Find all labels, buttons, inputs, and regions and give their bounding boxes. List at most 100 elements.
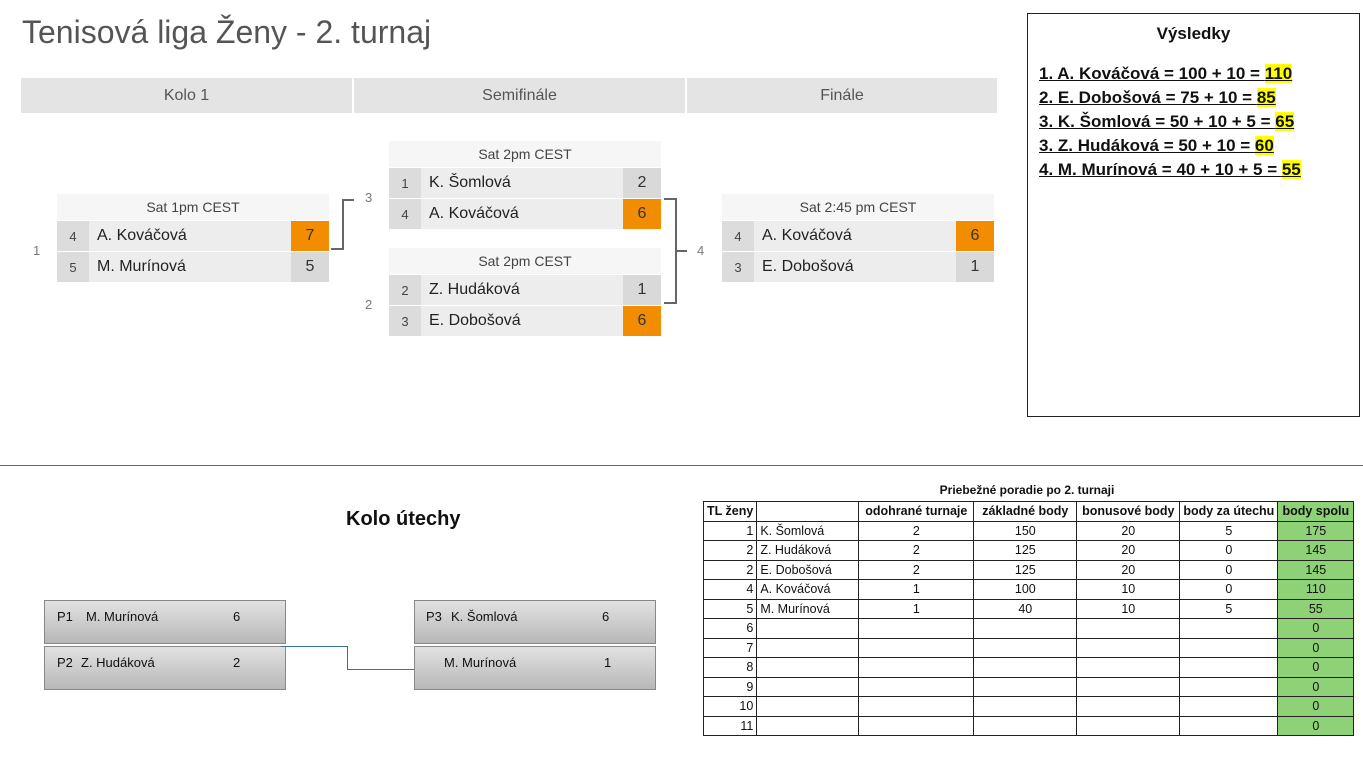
consolation-connector <box>347 669 414 670</box>
player-row[interactable]: 4 A. Kováčová 6 <box>389 199 661 229</box>
tournaments-cell <box>858 696 975 717</box>
match-final[interactable]: Sat 2:45 pm CEST 4 A. Kováčová 6 3 E. Do… <box>722 194 994 282</box>
consolation-entry[interactable]: P2 Z. Hudáková 2 <box>44 646 286 690</box>
match-2[interactable]: Sat 2pm CEST 2 Z. Hudáková 1 3 E. Dobošo… <box>389 248 661 336</box>
column-header: základné body <box>973 501 1078 522</box>
bonus-points-cell: 20 <box>1076 520 1181 541</box>
match-1[interactable]: Sat 1pm CEST 4 A. Kováčová 7 5 M. Muríno… <box>57 194 329 282</box>
result-line: 4. M. Murínová = 40 + 10 + 5 = 55 <box>1039 160 1301 180</box>
bonus-points-cell <box>1076 676 1181 697</box>
total-points-cell: 55 <box>1277 598 1355 619</box>
result-total: 110 <box>1264 64 1293 83</box>
player-row[interactable]: 3 E. Dobošová 6 <box>389 306 661 336</box>
player-row[interactable]: 4 A. Kováčová 7 <box>57 221 329 251</box>
round-header-final: Finále <box>687 78 997 113</box>
consolation-points-cell <box>1179 637 1279 658</box>
match-number: 2 <box>365 297 373 312</box>
player-seed: 4 <box>57 221 89 251</box>
result-line: 2. E. Dobošová = 75 + 10 = 85 <box>1039 88 1276 108</box>
bracket-connector <box>342 199 344 250</box>
player-score: 6 <box>623 199 661 229</box>
tournaments-cell: 2 <box>858 559 975 580</box>
player-name: A. Kováčová <box>429 205 519 222</box>
total-points-cell: 0 <box>1277 657 1355 678</box>
consolation-points-cell: 5 <box>1179 520 1279 541</box>
entry-name: Z. Hudáková <box>81 655 155 670</box>
entry-name: M. Murínová <box>444 655 517 670</box>
column-header: body za útechu <box>1179 501 1279 522</box>
total-points-cell: 0 <box>1277 637 1355 658</box>
player-name: A. Kováčová <box>97 227 187 244</box>
entry-score: 6 <box>233 609 241 624</box>
consolation-entry[interactable]: M. Murínová 1 <box>414 646 656 690</box>
match-time: Sat 1pm CEST <box>57 194 329 220</box>
consolation-points-cell <box>1179 696 1279 717</box>
player-name: A. Kováčová <box>762 227 852 244</box>
match-time: Sat 2:45 pm CEST <box>722 194 994 220</box>
section-divider <box>0 465 1363 466</box>
player-row[interactable]: 4 A. Kováčová 6 <box>722 221 994 251</box>
total-points-cell: 145 <box>1277 559 1355 580</box>
entry-score: 6 <box>602 609 610 624</box>
rank-cell: 9 <box>702 676 758 697</box>
entry-name: K. Šomlová <box>451 609 518 624</box>
results-box: Výsledky 1. A. Kováčová = 100 + 10 = 110… <box>1027 13 1360 417</box>
player-name: E. Dobošová <box>429 312 521 329</box>
player-row[interactable]: 3 E. Dobošová 1 <box>722 252 994 282</box>
player-score: 6 <box>623 306 661 336</box>
match-number: 1 <box>33 243 41 258</box>
entry-score: 1 <box>604 655 612 670</box>
tournaments-cell: 1 <box>858 598 975 619</box>
tournaments-cell <box>858 657 975 678</box>
player-score: 1 <box>623 275 661 305</box>
result-text: 3. Z. Hudáková = 50 + 10 = <box>1039 136 1255 155</box>
player-cell <box>756 637 860 658</box>
result-text: 1. A. Kováčová = 100 + 10 = <box>1039 64 1265 83</box>
base-points-cell <box>973 618 1078 639</box>
match-3[interactable]: Sat 2pm CEST 1 K. Šomlová 2 4 A. Kováčov… <box>389 141 661 229</box>
round-header-semifinal: Semifinále <box>354 78 685 113</box>
standings-table: TL ženy odohrané turnaje základné body b… <box>702 501 1355 736</box>
player-cell: Z. Hudáková <box>756 540 860 561</box>
player-row[interactable]: 2 Z. Hudáková 1 <box>389 275 661 305</box>
bonus-points-cell <box>1076 637 1181 658</box>
player-name: K. Šomlová <box>429 174 511 191</box>
rank-cell: 10 <box>702 696 758 717</box>
entry-label: P3 <box>426 609 442 624</box>
consolation-connector <box>347 646 348 670</box>
rank-cell: 2 <box>702 540 758 561</box>
consolation-entry[interactable]: P1 M. Murínová 6 <box>44 600 286 644</box>
total-points-cell: 0 <box>1277 696 1355 717</box>
base-points-cell <box>973 715 1078 736</box>
consolation-points-cell: 5 <box>1179 598 1279 619</box>
player-row[interactable]: 1 K. Šomlová 2 <box>389 168 661 198</box>
result-total: 55 <box>1281 160 1301 179</box>
player-name: Z. Hudáková <box>429 281 520 298</box>
player-score: 6 <box>956 221 994 251</box>
total-points-cell: 0 <box>1277 715 1355 736</box>
entry-label: P1 <box>57 609 73 624</box>
player-cell: M. Murínová <box>756 598 860 619</box>
consolation-entry[interactable]: P3 K. Šomlová 6 <box>414 600 656 644</box>
bracket-connector <box>664 198 677 200</box>
player-row[interactable]: 5 M. Murínová 5 <box>57 252 329 282</box>
consolation-connector <box>281 646 348 647</box>
entry-label: P2 <box>57 655 73 670</box>
base-points-cell: 150 <box>973 520 1078 541</box>
consolation-points-cell: 0 <box>1179 540 1279 561</box>
base-points-cell <box>973 657 1078 678</box>
consolation-points-cell <box>1179 715 1279 736</box>
base-points-cell: 125 <box>973 559 1078 580</box>
result-total: 85 <box>1256 88 1276 107</box>
base-points-cell <box>973 637 1078 658</box>
tournaments-cell <box>858 676 975 697</box>
results-title: Výsledky <box>1156 24 1231 43</box>
player-cell <box>756 618 860 639</box>
rank-cell: 5 <box>702 598 758 619</box>
base-points-cell: 100 <box>973 579 1078 600</box>
